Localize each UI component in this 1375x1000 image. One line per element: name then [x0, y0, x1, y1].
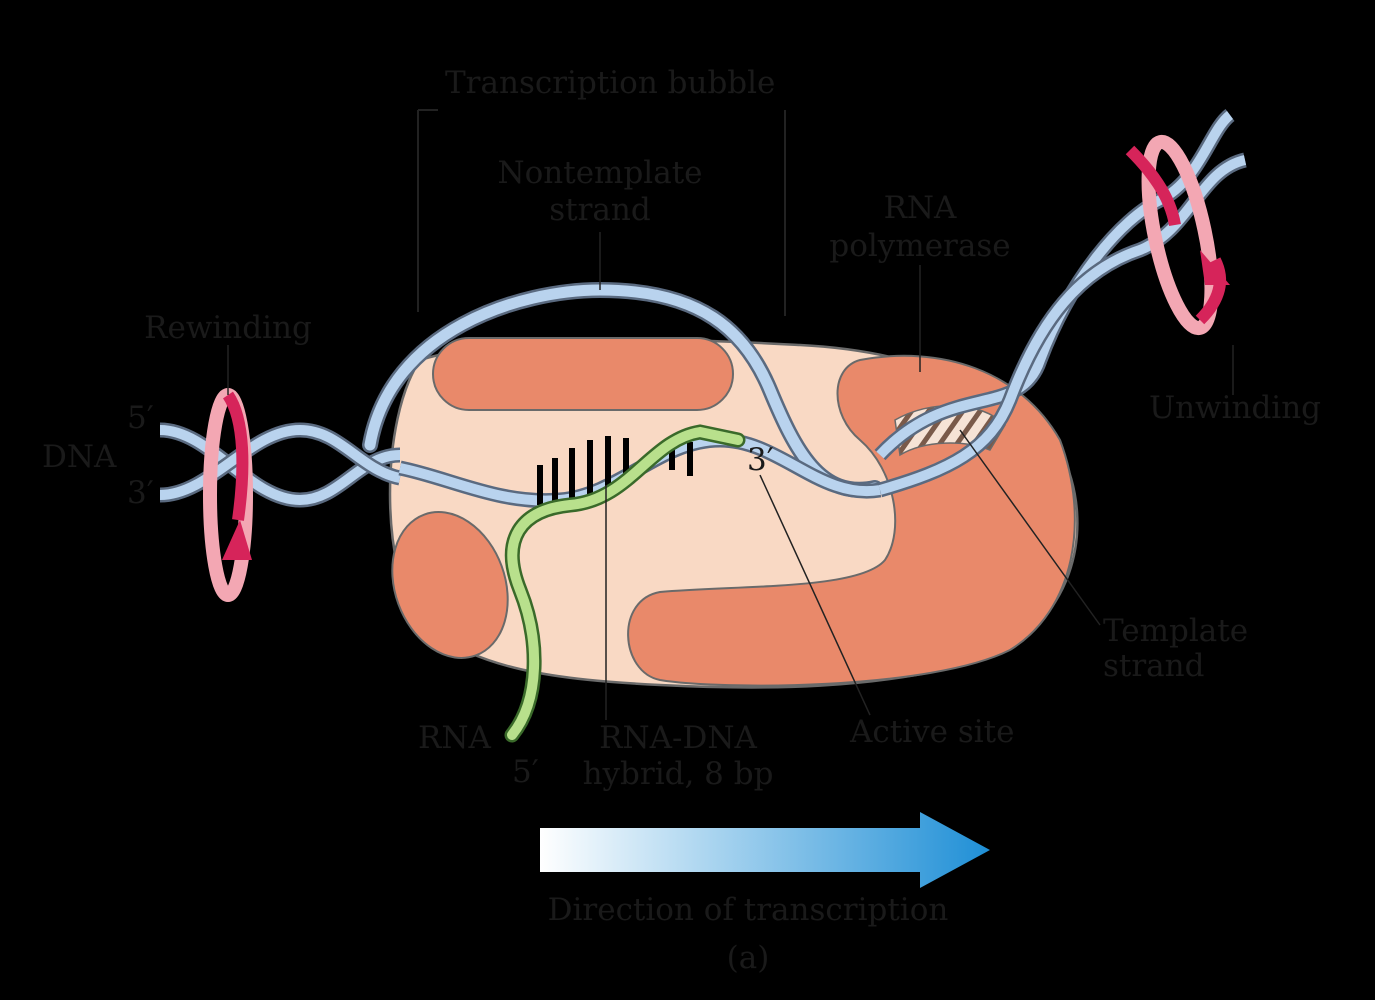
dna-label: DNA — [42, 439, 117, 475]
rna-polymerase-label-2: polymerase — [829, 228, 1010, 264]
dna-5prime-label: 5′ — [127, 400, 154, 436]
rna-dna-hybrid-bases — [537, 436, 693, 508]
unwinding-label: Unwinding — [1149, 390, 1321, 426]
nontemplate-strand — [362, 281, 883, 498]
template-strand-label-2: strand — [1103, 648, 1204, 684]
dna-3prime-label: 3′ — [127, 475, 154, 511]
rna-label: RNA — [418, 720, 491, 756]
rna-dna-hybrid-label: RNA-DNA — [599, 720, 757, 756]
rna-3prime-label: 3′ — [747, 442, 774, 478]
leader-lines — [227, 232, 1234, 720]
transcription-bubble-bracket — [417, 109, 786, 316]
transcription-bubble-label: Transcription bubble — [445, 65, 775, 101]
rna-5prime-label: 5′ — [512, 754, 539, 790]
dna-helix-right — [874, 109, 1248, 498]
rna-polymerase — [388, 337, 1079, 689]
panel-label: (a) — [727, 940, 770, 976]
rewinding-label: Rewinding — [144, 310, 312, 346]
polymerase-subunit-top — [432, 337, 734, 411]
direction-label: Direction of transcription — [548, 892, 949, 928]
rna-dna-hybrid-label-2: hybrid, 8 bp — [583, 756, 774, 792]
diagram-labels: Transcription bubble Nontemplate strand … — [42, 65, 1321, 976]
rna-strand — [504, 424, 746, 743]
active-site-label: Active site — [849, 714, 1014, 750]
right-arrow-icon — [540, 812, 990, 888]
rotation-arrow-icon — [203, 388, 253, 602]
polymerase-subunit-left — [391, 511, 509, 659]
template-strand-label: Template — [1103, 613, 1248, 649]
nontemplate-strand-label: Nontemplate — [498, 155, 703, 191]
dna-helix-left — [159, 422, 402, 508]
rna-polymerase-label: RNA — [884, 190, 957, 226]
nontemplate-strand-label-2: strand — [549, 192, 650, 228]
rotation-arrow-icon — [1125, 134, 1230, 336]
